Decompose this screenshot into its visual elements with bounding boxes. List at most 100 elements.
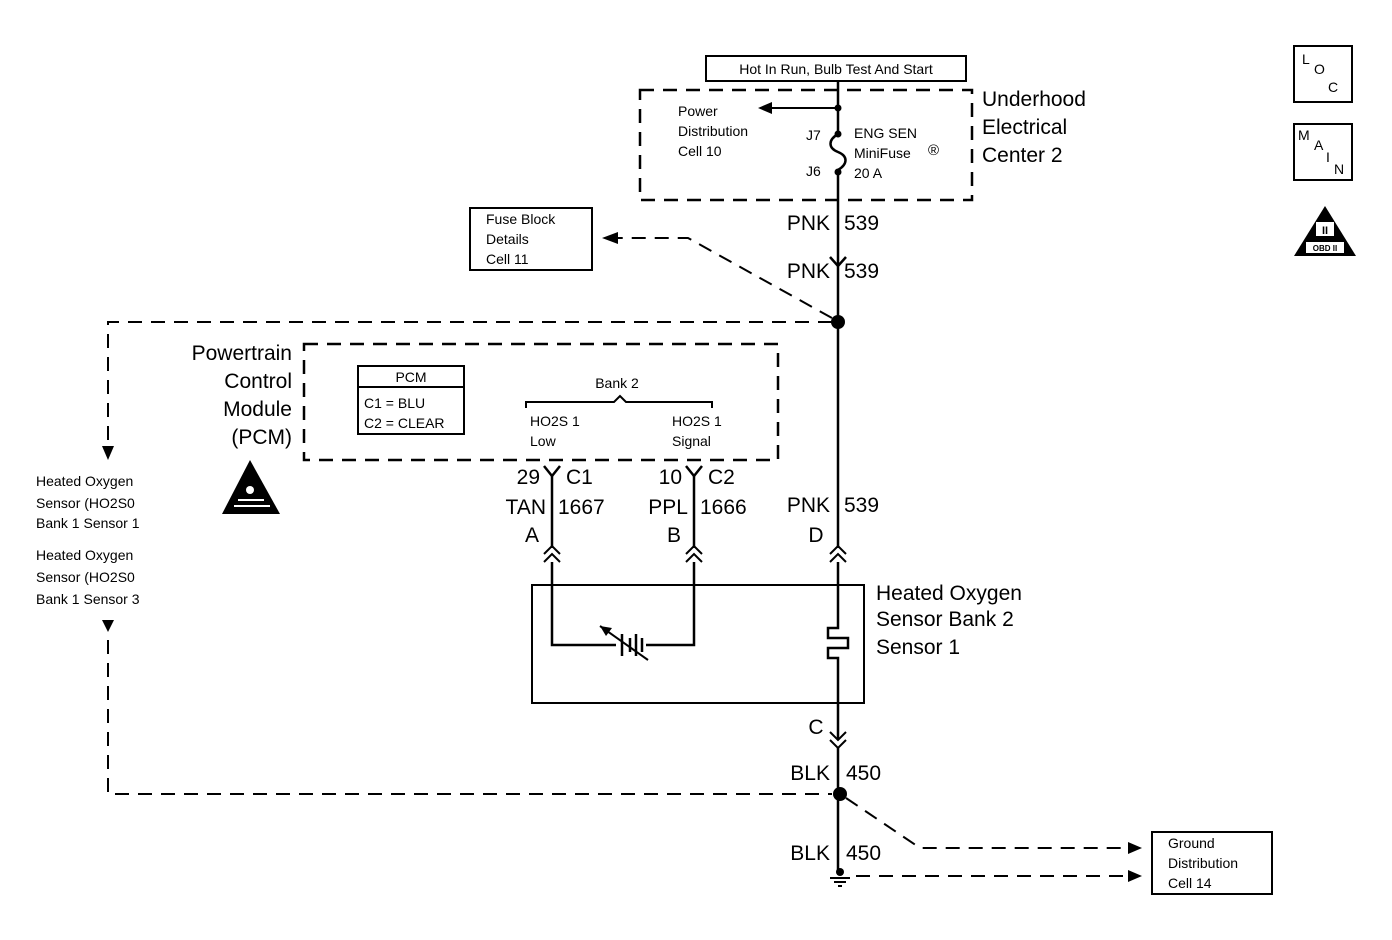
pin-number-29: 29 bbox=[517, 466, 540, 489]
fuse-block-reference: Fuse Block Details Cell 11 bbox=[469, 207, 833, 319]
pcm-name-line3: Module bbox=[223, 398, 292, 421]
loc-o: O bbox=[1314, 61, 1325, 77]
wire-color-blk-1: BLK bbox=[790, 762, 830, 785]
main-icon: M A I N bbox=[1293, 123, 1353, 181]
bank-label: Bank 2 bbox=[595, 375, 639, 391]
arrow-down-icon bbox=[102, 620, 114, 632]
wire-circuit-1667: 1667 bbox=[558, 496, 605, 519]
obd-roman: II bbox=[1322, 225, 1328, 237]
pcm-table-row2: C2 = CLEAR bbox=[364, 415, 445, 431]
side-ref1-line1: Heated Oxygen bbox=[36, 473, 133, 489]
uec-name-line2: Electrical bbox=[982, 116, 1067, 139]
uec-ref-line2: Distribution bbox=[678, 123, 748, 139]
connector-a-chevron bbox=[543, 544, 561, 563]
pin-j6: J6 bbox=[806, 163, 821, 179]
fuse-label-line3: 20 A bbox=[854, 165, 883, 181]
splice-pnk bbox=[831, 315, 845, 329]
side-ref2-line3: Bank 1 Sensor 3 bbox=[36, 591, 140, 607]
ground-icon bbox=[830, 868, 850, 887]
pcm-name-line1: Powertrain bbox=[192, 342, 292, 365]
pcm-module: Powertrain Control Module (PCM) PCM C1 =… bbox=[192, 342, 780, 514]
wire-color-ppl: PPL bbox=[648, 496, 688, 519]
wire-color-pnk-3: PNK bbox=[787, 494, 830, 517]
loc-c: C bbox=[1328, 79, 1338, 95]
side-ref2-line1: Heated Oxygen bbox=[36, 547, 133, 563]
obd-ii-icon: II OBD II bbox=[1294, 206, 1356, 256]
side-ref1-line3: Bank 1 Sensor 1 bbox=[36, 515, 140, 531]
wire-circuit-1666: 1666 bbox=[700, 496, 747, 519]
pcm-pin-c1-29: 29 C1 bbox=[517, 465, 593, 489]
wire-color-tan: TAN bbox=[506, 496, 546, 519]
uec-ref-line3: Cell 10 bbox=[678, 143, 722, 159]
ground-ref-line1: Ground bbox=[1168, 835, 1215, 851]
loc-icon: L O C bbox=[1293, 45, 1353, 103]
wire-color-pnk-2: PNK bbox=[787, 260, 830, 283]
ground-ref-line2: Distribution bbox=[1168, 855, 1238, 871]
fuse-label-line2: MiniFuse bbox=[854, 145, 911, 161]
power-source-label: Hot In Run, Bulb Test And Start bbox=[705, 55, 967, 82]
splice-blk bbox=[833, 787, 847, 801]
connector-c1: C1 bbox=[566, 466, 593, 489]
wire-circuit-539-3: 539 bbox=[844, 494, 879, 517]
sensor-name-line2: Sensor Bank 2 bbox=[876, 608, 1014, 631]
pcm-table-row1: C1 = BLU bbox=[364, 395, 425, 411]
uec-name-line3: Center 2 bbox=[982, 144, 1063, 167]
wire-circuit-450-1: 450 bbox=[846, 762, 881, 785]
pcm-name-line2: Control bbox=[224, 370, 292, 393]
main-i: I bbox=[1326, 149, 1330, 165]
heater-element-symbol bbox=[826, 562, 850, 740]
pcm-pin-c2-10: 10 C2 bbox=[659, 465, 735, 489]
minifuse-symbol bbox=[829, 82, 847, 172]
main-n: N bbox=[1334, 161, 1344, 177]
connector-d-chevron bbox=[829, 544, 847, 563]
obd-text: OBD II bbox=[1313, 244, 1337, 253]
pcm-table-title: PCM bbox=[395, 369, 426, 385]
uec-ref-line1: Power bbox=[678, 103, 718, 119]
sensor-pin-a: A bbox=[525, 524, 539, 547]
arrow-left-icon bbox=[602, 232, 618, 244]
side-reference-sensor3: Heated Oxygen Sensor (HO2S0 Bank 1 Senso… bbox=[36, 547, 140, 607]
esd-warning-icon bbox=[222, 460, 280, 514]
pcm-name-line4: (PCM) bbox=[231, 426, 292, 449]
pin-j7: J7 bbox=[806, 127, 821, 143]
connector-c2: C2 bbox=[708, 466, 735, 489]
underhood-electrical-center: Underhood Electrical Center 2 Power Dist… bbox=[638, 82, 1086, 202]
arrow-right-icon bbox=[1128, 842, 1142, 854]
wire-circuit-539-1: 539 bbox=[844, 212, 879, 235]
ho2s-signal-line1: HO2S 1 bbox=[672, 413, 722, 429]
main-a: A bbox=[1314, 137, 1324, 153]
ho2s-low-line2: Low bbox=[530, 433, 557, 449]
uec-name-line1: Underhood bbox=[982, 88, 1086, 111]
wire-color-blk-2: BLK bbox=[790, 842, 830, 865]
wire-color-pnk-1: PNK bbox=[787, 212, 830, 235]
ho2s-signal-line2: Signal bbox=[672, 433, 711, 449]
side-ref2-line2: Sensor (HO2S0 bbox=[36, 569, 135, 585]
pin-number-10: 10 bbox=[659, 466, 682, 489]
sensor-name-line1: Heated Oxygen bbox=[876, 582, 1022, 605]
loc-l: L bbox=[1302, 51, 1310, 67]
sensor-name-line3: Sensor 1 bbox=[876, 636, 960, 659]
wire-circuit-539-2: 539 bbox=[844, 260, 879, 283]
heated-oxygen-sensor: Heated Oxygen Sensor Bank 2 Sensor 1 bbox=[531, 562, 1022, 740]
ground-distribution-reference: Ground Distribution Cell 14 bbox=[1151, 831, 1273, 895]
fuse-label-line1: ENG SEN bbox=[854, 125, 917, 141]
ho2s-low-line1: HO2S 1 bbox=[530, 413, 580, 429]
wire-circuit-450-2: 450 bbox=[846, 842, 881, 865]
connector-b-chevron bbox=[685, 544, 703, 563]
main-m: M bbox=[1298, 127, 1310, 143]
sensor-pin-c: C bbox=[808, 716, 823, 739]
side-reference-sensor1: Heated Oxygen Sensor (HO2S0 Bank 1 Senso… bbox=[36, 473, 140, 531]
side-ref1-line2: Sensor (HO2S0 bbox=[36, 495, 135, 511]
registered-mark: ® bbox=[928, 142, 939, 159]
fuse-block-line1: Fuse Block bbox=[486, 211, 556, 227]
arrow-right-icon bbox=[1128, 870, 1142, 882]
power-source-text: Hot In Run, Bulb Test And Start bbox=[739, 61, 933, 77]
fuse-block-line2: Details bbox=[486, 231, 529, 247]
sensing-element-symbol bbox=[599, 625, 649, 661]
inline-connector bbox=[829, 256, 847, 268]
arrow-down-icon bbox=[102, 446, 114, 460]
arrow-left-icon bbox=[758, 102, 772, 114]
sensor-pin-b: B bbox=[667, 524, 681, 547]
sensor-pin-d: D bbox=[808, 524, 823, 547]
